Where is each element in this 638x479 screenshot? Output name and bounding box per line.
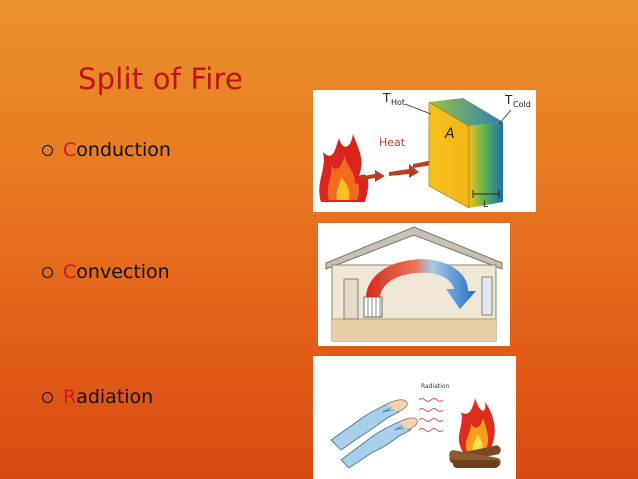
radiator-icon — [363, 296, 383, 318]
t-hot-subscript: Hot — [391, 98, 405, 107]
t-cold-subscript: Cold — [513, 100, 531, 109]
t-hot-label: T — [382, 91, 391, 105]
bullet-text: onvection — [76, 261, 170, 283]
heat-label: Heat — [379, 136, 406, 149]
bullet-text: onduction — [76, 139, 171, 161]
convection-arrow — [366, 259, 476, 309]
conduction-image: Heat A L T Hot T Cold — [313, 90, 536, 212]
bullet-marker-icon — [42, 144, 53, 156]
flame-icon — [319, 134, 369, 202]
slide-title: Split of Fire — [78, 62, 244, 96]
length-label: L — [483, 200, 488, 210]
bullet-initial: C — [63, 261, 77, 283]
radiation-waves — [418, 398, 444, 432]
convection-image — [318, 223, 510, 346]
bullet-marker-icon — [42, 266, 53, 278]
bullet-initial: C — [63, 139, 77, 161]
t-cold-label: T — [504, 93, 513, 107]
radiation-label: Radiation — [421, 383, 450, 390]
radiation-image: Radiation — [313, 356, 516, 479]
hands-icon — [330, 399, 418, 469]
campfire-icon — [449, 398, 501, 468]
area-label: A — [444, 126, 455, 142]
bullet-text: adiation — [76, 386, 154, 408]
bullet-marker-icon — [42, 391, 53, 403]
bullet-initial: R — [63, 386, 77, 408]
